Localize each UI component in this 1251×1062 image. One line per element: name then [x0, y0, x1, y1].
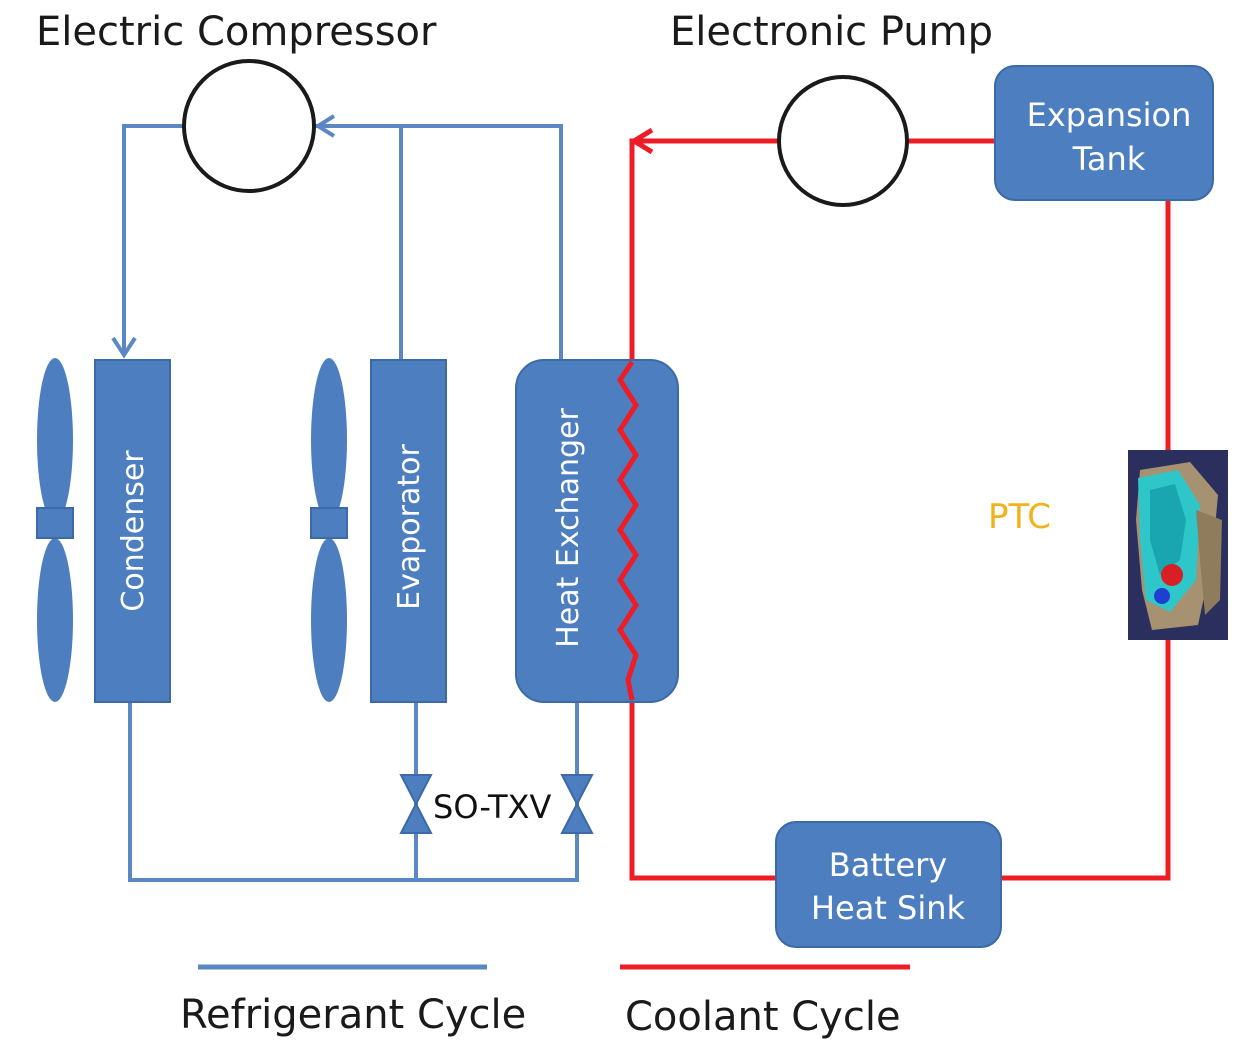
battery-heat-sink: Battery Heat Sink [775, 821, 1002, 948]
coolant-piping [629, 127, 1171, 881]
coolant-zigzag [617, 360, 639, 701]
battery-label-line1: Battery [829, 846, 947, 884]
heat-exchanger-label: Heat Exchanger [551, 408, 586, 648]
evaporator-label: Evaporator [392, 444, 427, 610]
battery-label-line2: Heat Sink [811, 889, 966, 927]
expansion-tank-label-line2: Tank [1072, 140, 1146, 178]
evaporator-fan-icon [310, 358, 348, 702]
evaporator: Evaporator [370, 359, 447, 703]
txv-valve-evaporator [399, 774, 433, 834]
heat-exchanger: Heat Exchanger [515, 359, 679, 703]
electric-compressor [182, 59, 316, 193]
compressor-label: Electric Compressor [36, 9, 437, 55]
refrigerant-piping [111, 114, 579, 882]
legend-refrigerant-label: Refrigerant Cycle [180, 992, 526, 1038]
legend-coolant-label: Coolant Cycle [625, 994, 901, 1040]
pump-label: Electronic Pump [670, 9, 993, 55]
legend: Refrigerant Cycle Coolant Cycle [180, 964, 910, 1040]
expansion-tank-label-line1: Expansion [1027, 96, 1192, 134]
ptc-label: PTC [988, 497, 1051, 537]
expansion-tank: Expansion Tank [994, 65, 1214, 201]
condenser: Condenser [94, 359, 171, 703]
valve-label: SO-TXV [433, 788, 551, 826]
condenser-label: Condenser [116, 450, 151, 612]
txv-valve-heat-exchanger [560, 774, 594, 834]
condenser-fan-icon [36, 358, 74, 702]
electronic-pump [777, 75, 909, 207]
ptc-heater-image [1128, 450, 1228, 640]
